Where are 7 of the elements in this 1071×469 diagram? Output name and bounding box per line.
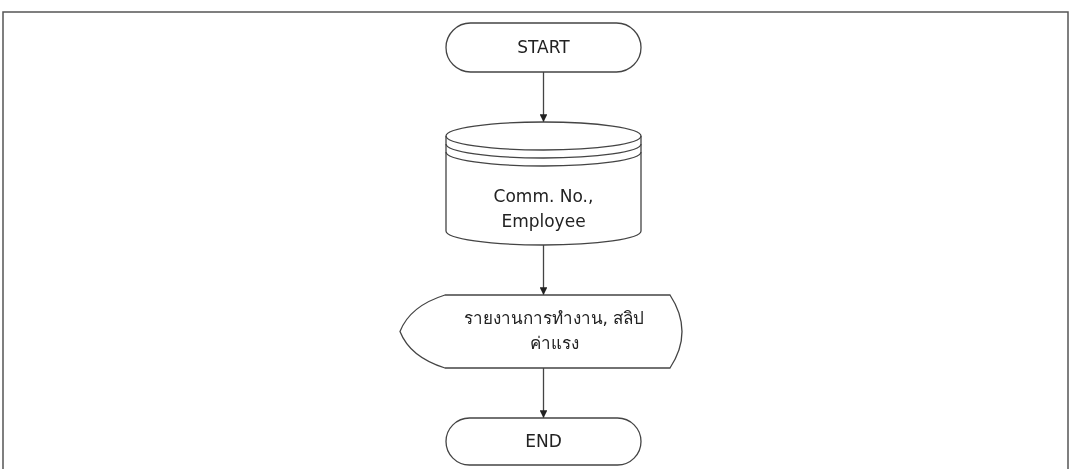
- node-label: END: [525, 431, 562, 451]
- node-label: START: [517, 37, 570, 57]
- node-label: รายงานการทำงาน, สลิปค่าแรง: [463, 308, 645, 353]
- arrow: [539, 244, 548, 296]
- node-label: Comm. No., Employee: [493, 186, 594, 231]
- arrow: [539, 71, 548, 123]
- arrow: [539, 367, 548, 419]
